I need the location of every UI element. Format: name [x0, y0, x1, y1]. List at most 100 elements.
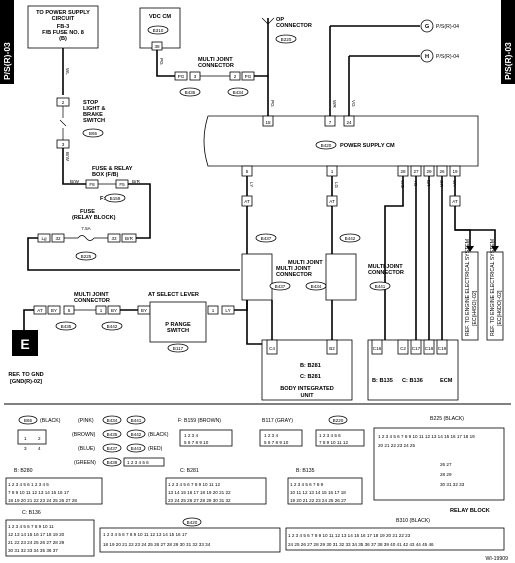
- stop-light-switch: 2 3 STOP LIGHT & BRAKE SWITCH B65: [56, 97, 105, 149]
- svg-text:P/S(R)-03: P/S(R)-03: [2, 42, 12, 80]
- svg-text:(GREEN): (GREEN): [74, 460, 96, 466]
- svg-text:32: 32: [55, 236, 61, 241]
- multi-joint-b434: MULTI JOINT B434: [288, 253, 357, 301]
- svg-text:SWITCH: SWITCH: [83, 118, 105, 124]
- svg-text:B435: B435: [185, 90, 196, 95]
- svg-text:VG: VG: [351, 100, 356, 107]
- svg-text:LIGHT &: LIGHT &: [83, 106, 105, 112]
- svg-text:2: 2: [62, 100, 65, 105]
- svg-text:B225 (BLACK): B225 (BLACK): [430, 416, 464, 422]
- svg-text:1 2 3 4 5 6 1 2 3 4 5: 1 2 3 4 5 6 1 2 3 4 5: [8, 482, 49, 487]
- svg-text:FUSE: FUSE: [80, 209, 95, 215]
- svg-text:29: 29: [426, 169, 432, 174]
- svg-text:C: B281: C: B281: [180, 468, 199, 474]
- svg-text:26 27: 26 27: [440, 462, 452, 467]
- svg-text:5 6 7 8 9 10: 5 6 7 8 9 10: [184, 440, 209, 445]
- svg-text:BY: BY: [51, 308, 57, 313]
- svg-text:P/S(R)-04: P/S(R)-04: [436, 24, 459, 30]
- svg-text:BOX (F/B): BOX (F/B): [92, 172, 119, 178]
- svg-text:7 8 9 10 11 12 13 14 15 16 17: 7 8 9 10 11 12 13 14 15 16 17: [8, 490, 69, 495]
- svg-text:1 2 3 4 5 6 7 8 9 10 11 12 13: 1 2 3 4 5 6 7 8 9 10 11 12 13 14 15 16 1…: [288, 533, 411, 538]
- ref-engine-electrical-2: REF. TO ENGINE ELECTRICAL SYSTEM [EC(H6D…: [486, 239, 504, 341]
- svg-text:B443: B443: [131, 446, 142, 451]
- svg-text:G: G: [425, 24, 429, 30]
- at-select-lever: AT SELECT LEVER BY 2 1 LY P RANGE SWITCH…: [137, 292, 235, 353]
- svg-text:B441: B441: [131, 418, 142, 423]
- svg-text:7: 7: [329, 120, 332, 125]
- svg-text:CONNECTOR: CONNECTOR: [74, 298, 110, 304]
- svg-text:(RED): (RED): [148, 446, 163, 452]
- svg-text:PG: PG: [270, 100, 275, 107]
- svg-text:STOP: STOP: [83, 100, 98, 106]
- svg-text:MULTI JOINT: MULTI JOINT: [198, 57, 233, 63]
- svg-text:BODY INTEGRATED: BODY INTEGRATED: [280, 386, 334, 392]
- fuse-relay-box: FUSE & RELAY BOX (F/B) BrW F8 F5 BrR F: …: [70, 166, 141, 203]
- svg-text:FUSE & RELAY: FUSE & RELAY: [92, 166, 133, 172]
- svg-text:F: B159 (BROWN): F: B159 (BROWN): [178, 418, 221, 424]
- svg-text:B117: B117: [173, 346, 184, 351]
- svg-text:[EC(H6DO)-02]: [EC(H6DO)-02]: [497, 290, 503, 326]
- svg-text:1 2 3 4: 1 2 3 4: [264, 433, 278, 438]
- svg-text:1 2 3 4 5 6: 1 2 3 4 5 6: [127, 460, 149, 465]
- svg-text:2: 2: [38, 436, 41, 441]
- svg-text:24: 24: [346, 120, 352, 125]
- multi-joint-b442: B442: [339, 233, 361, 243]
- svg-text:WR: WR: [332, 100, 337, 108]
- svg-text:B: B135: B: B135: [296, 468, 315, 474]
- svg-text:5 6 7 8 9 10: 5 6 7 8 9 10: [264, 440, 289, 445]
- multi-joint-b441: MULTI JOINT CONNECTOR B441: [368, 264, 404, 291]
- svg-text:(BROWN): (BROWN): [72, 432, 96, 438]
- svg-text:PG: PG: [178, 74, 185, 79]
- svg-text:TO POWER SUPPLY: TO POWER SUPPLY: [36, 10, 90, 16]
- svg-text:MULTI JOINT: MULTI JOINT: [368, 264, 403, 270]
- svg-text:C: B281: C: B281: [300, 374, 321, 380]
- side-tab-left: P/S(R)-03: [0, 0, 14, 84]
- svg-text:18 19 20 21 22 23 24 25 26 27: 18 19 20 21 22 23 24 25 26 27 28 29 30 3…: [103, 542, 211, 547]
- svg-text:B435: B435: [61, 324, 72, 329]
- svg-text:CIRCUIT: CIRCUIT: [52, 16, 75, 22]
- svg-text:MULTI JOINT: MULTI JOINT: [288, 260, 323, 266]
- svg-text:(BLACK): (BLACK): [40, 418, 61, 424]
- svg-text:P RANGE: P RANGE: [165, 322, 191, 328]
- svg-text:1: 1: [212, 308, 215, 313]
- svg-text:5: 5: [68, 308, 71, 313]
- svg-text:B65: B65: [24, 418, 33, 423]
- svg-text:C: B136: C: B136: [402, 378, 423, 384]
- svg-text:(RELAY BLOCK): (RELAY BLOCK): [72, 215, 116, 221]
- svg-text:B: B281: B: B281: [300, 363, 321, 369]
- svg-text:10 11 12 13 14 15 16 17 18: 10 11 12 13 14 15 16 17 18: [290, 490, 346, 495]
- svg-text:B117 (GRAY): B117 (GRAY): [262, 418, 293, 424]
- svg-text:UNIT: UNIT: [300, 393, 314, 399]
- svg-text:[EC(H4SO)-02]: [EC(H4SO)-02]: [472, 290, 478, 326]
- svg-text:BrW: BrW: [65, 152, 70, 162]
- body-integrated-unit: C4 B2 B: B281 C: B281 BODY INTEGRATED UN…: [261, 339, 353, 401]
- svg-text:B437: B437: [275, 284, 286, 289]
- svg-text:BRAKE: BRAKE: [83, 112, 103, 118]
- svg-text:ECM: ECM: [440, 378, 453, 384]
- power-supply-cm: 18 7 24 B420 POWER SUPPLY CM: [203, 115, 479, 167]
- svg-text:28: 28: [400, 169, 406, 174]
- svg-text:C16: C16: [373, 346, 382, 351]
- svg-text:B310 (BLACK): B310 (BLACK): [396, 518, 430, 524]
- svg-text:B442: B442: [131, 432, 142, 437]
- svg-text:B434: B434: [107, 418, 118, 423]
- svg-text:AT: AT: [37, 308, 43, 313]
- svg-text:REF. TO ENGINE ELECTRICAL SYST: REF. TO ENGINE ELECTRICAL SYSTEM: [465, 239, 471, 336]
- svg-text:(BLUE): (BLUE): [78, 446, 95, 452]
- svg-text:BrR: BrR: [132, 179, 141, 184]
- svg-text:LG: LG: [334, 182, 339, 189]
- svg-text:F/B FUSE NO. 8: F/B FUSE NO. 8: [42, 30, 84, 36]
- svg-text:B439: B439: [107, 460, 118, 465]
- ref-h: H P/S(R)-04: [348, 49, 459, 116]
- svg-text:C4: C4: [269, 346, 275, 351]
- svg-text:1 2 3 4 5 6: 1 2 3 4 5 6: [319, 433, 341, 438]
- svg-text:3: 3: [24, 446, 27, 451]
- svg-text:BY: BY: [111, 308, 117, 313]
- vdc-cm: VDC CM B310 38: [139, 7, 181, 51]
- svg-text:19 20 21 22 23 24 25 26 27: 19 20 21 22 23 24 25 26 27: [290, 498, 347, 503]
- svg-text:P/S(R)-03: P/S(R)-03: [503, 42, 513, 80]
- svg-text:B2: B2: [329, 346, 335, 351]
- svg-text:(PINK): (PINK): [78, 418, 94, 424]
- svg-text:REF. TO GND: REF. TO GND: [8, 372, 43, 378]
